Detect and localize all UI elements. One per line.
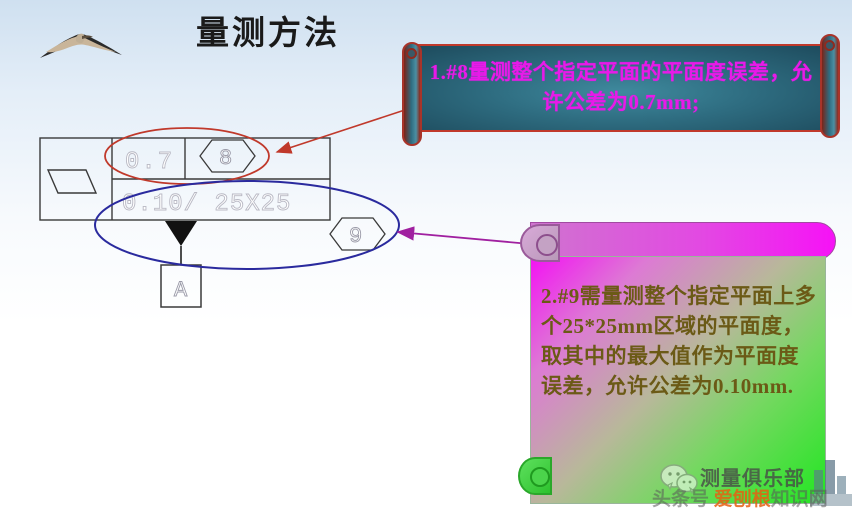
datum-label: A xyxy=(174,278,188,303)
callout-banner-2[interactable]: 2.#9需量测整个指定平面上多个25*25mm区域的平面度，取其中的最大值作为平… xyxy=(518,222,836,505)
callout-2-text: 2.#9需量测整个指定平面上多个25*25mm区域的平面度，取其中的最大值作为平… xyxy=(541,284,817,398)
arrow-callout-2 xyxy=(396,226,531,245)
balloon-8: 8 xyxy=(199,139,256,173)
tolerance-value-2: 0.10/ 25X25 xyxy=(122,191,291,218)
scroll-curl-bottom-left xyxy=(518,457,552,495)
svg-text:9: 9 xyxy=(349,224,362,249)
scroll-curl-dot-left xyxy=(406,48,417,59)
scroll-curl-top-left xyxy=(520,224,560,262)
highlight-ellipse-blue xyxy=(94,180,400,270)
scroll-curl-bottom-left-inner xyxy=(530,467,550,487)
tolerance-value-1: 0.7 xyxy=(125,149,174,176)
scroll-curl-top-left-inner xyxy=(536,234,558,256)
scroll-curl-left xyxy=(402,42,422,146)
seagull-icon xyxy=(40,33,122,58)
scroll-curl-dot-right xyxy=(824,40,835,51)
callout-2-header-bar xyxy=(530,222,836,260)
page-title: 量测方法 xyxy=(196,16,340,52)
balloon-9: 9 xyxy=(329,217,386,251)
callout-2-body: 2.#9需量测整个指定平面上多个25*25mm区域的平面度，取其中的最大值作为平… xyxy=(530,256,826,504)
arrow-callout-1 xyxy=(275,103,424,154)
gdt-drawing: 0.7 0.10/ 25X25 8 9 A xyxy=(39,127,400,308)
scroll-curl-right xyxy=(820,34,840,138)
callout-1-text: 1.#8量测整个指定平面的平面度误差，允许公差为0.7mm; xyxy=(429,60,813,114)
flatness-symbol xyxy=(46,169,98,194)
callout-1-body: 1.#8量测整个指定平面的平面度误差，允许公差为0.7mm; xyxy=(410,44,832,132)
callout-banner-1[interactable]: 1.#8量测整个指定平面的平面度误差，允许公差为0.7mm; xyxy=(402,34,840,146)
svg-text:8: 8 xyxy=(219,146,232,171)
